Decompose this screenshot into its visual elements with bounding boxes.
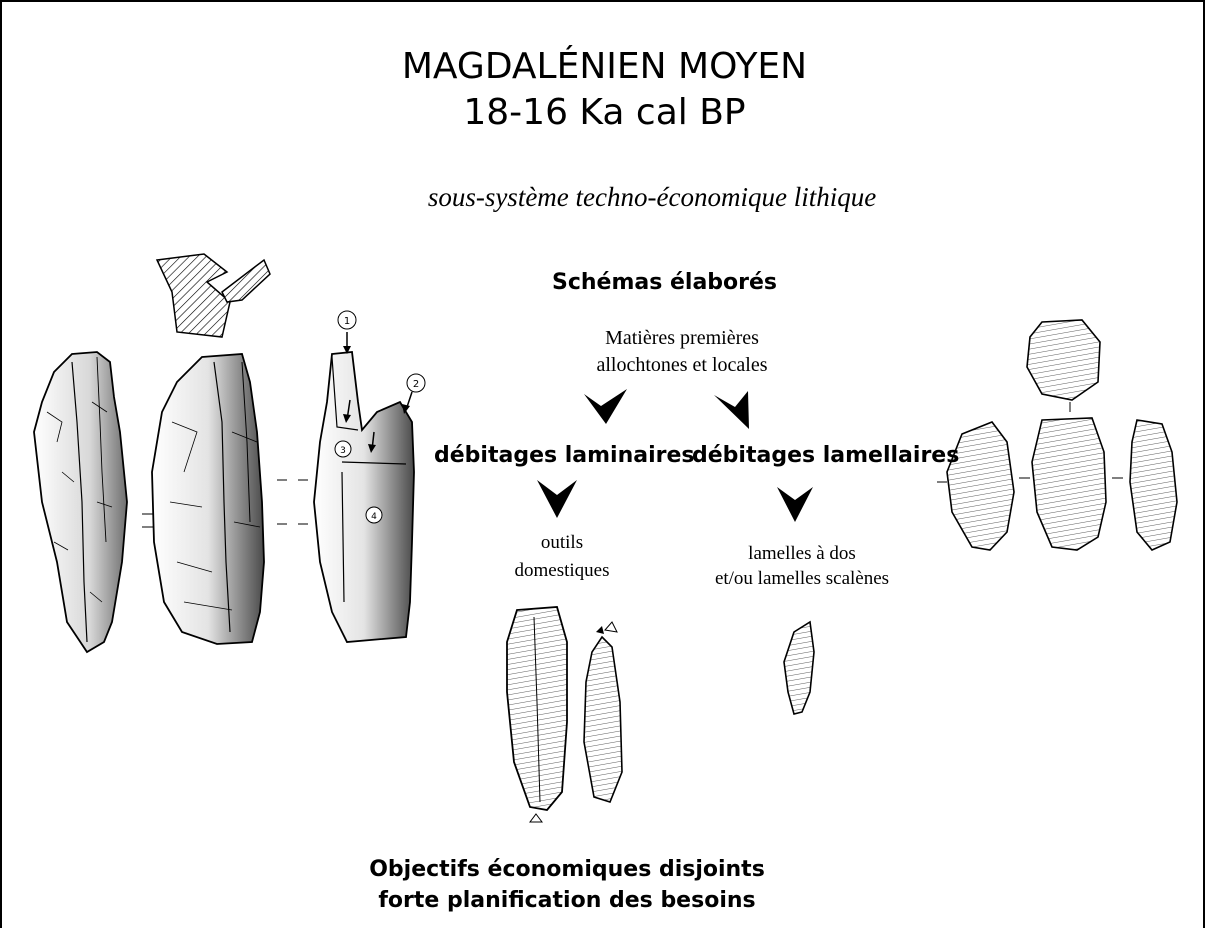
removal-marker-4: 4 [366,507,382,523]
svg-text:4: 4 [371,512,377,522]
raw-materials-line-2: allochtones et locales [562,354,802,377]
subtitle: sous-système techno-économique lithique [2,182,1205,213]
core-section-drawing [157,254,270,337]
removal-marker-2: 2 [407,374,425,392]
title-line-1: MAGDALÉNIEN MOYEN [2,46,1205,87]
blade-core-drawing-2 [152,354,287,644]
arrow-chevron-icon [537,480,577,518]
bladelet-branch-label: débitages lamellaires [692,443,959,468]
blade-core-drawing-3: 1 2 3 4 [298,311,425,642]
bladelets-label-line-2: et/ou lamelles scalènes [692,568,912,590]
removal-marker-1: 1 [338,311,356,329]
bladelet-drawing [784,622,814,714]
tools-label-line-1: outils [502,532,622,554]
removal-marker-3: 3 [335,441,351,457]
blade-branch-label: débitages laminaires [434,443,695,468]
title-line-2: 18-16 Ka cal BP [2,92,1205,133]
blade-tool-drawing-1 [507,607,567,822]
bladelets-label-line-1: lamelles à dos [692,543,912,565]
arrow-chevron-icon [714,391,749,429]
tools-label-line-2: domestiques [492,560,632,582]
conclusion-line-2: forte planification des besoins [2,888,1132,913]
arrow-chevron-icon [584,389,627,424]
svg-text:3: 3 [340,446,346,456]
blade-tool-drawing-2 [584,622,622,802]
blade-core-drawing-1 [34,352,154,652]
conclusion-line-1: Objectifs économiques disjoints [2,857,1132,882]
schemes-heading: Schémas élaborés [552,270,777,295]
svg-text:1: 1 [344,316,350,327]
svg-text:2: 2 [413,379,419,390]
raw-materials-line-1: Matières premières [562,327,802,350]
bladelet-core-drawing [937,320,1177,550]
arrow-chevron-icon [777,487,813,522]
